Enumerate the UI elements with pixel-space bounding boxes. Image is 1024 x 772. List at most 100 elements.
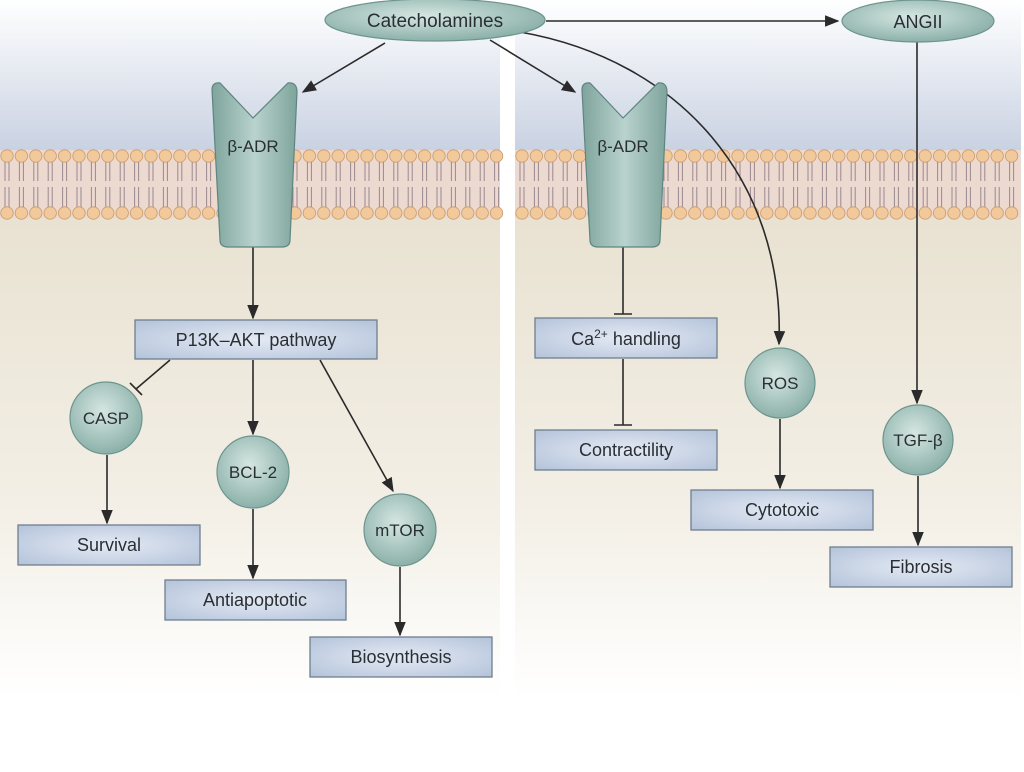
casp-node: CASP	[69, 381, 143, 455]
membrane-lipid	[533, 161, 539, 207]
membrane-lipid	[716, 206, 731, 220]
membrane-lipid	[918, 149, 932, 163]
membrane-lipid	[393, 161, 399, 207]
membrane-lipid	[0, 149, 14, 163]
membrane-lipid	[432, 206, 446, 220]
membrane-lipid	[432, 149, 446, 163]
badr-left-label: β-ADR	[227, 137, 278, 156]
membrane-lipid	[990, 206, 1004, 220]
membrane-lipid	[43, 206, 57, 220]
edge-catecholamines-ros	[519, 31, 786, 346]
membrane-lipid	[731, 149, 745, 163]
membrane-lipid	[76, 161, 82, 207]
membrane-lipid	[403, 149, 417, 163]
membrane-lipid	[422, 161, 428, 207]
membrane-lipid	[187, 149, 201, 163]
membrane-lipid	[904, 149, 918, 163]
membrane-lipid	[360, 206, 374, 220]
membrane-lipid	[1009, 161, 1015, 207]
survival-label: Survival	[77, 535, 141, 555]
edge-pi3k-casp-inhibit	[135, 359, 171, 390]
membrane-lipid	[302, 149, 316, 163]
membrane-lipid	[673, 149, 688, 163]
membrane-lipid	[475, 149, 489, 163]
edge-catecholamines-badr-right	[489, 39, 577, 93]
membrane-lipid	[994, 161, 1000, 207]
edge-catecholamines-badr-left	[301, 42, 386, 93]
membrane-lipid	[558, 206, 572, 220]
membrane-lipid	[317, 149, 331, 163]
membrane-lipid	[558, 149, 572, 163]
membrane-lipid	[803, 206, 817, 220]
membrane-lipid	[345, 206, 360, 220]
membrane-lipid	[158, 206, 172, 220]
membrane-lipid	[889, 206, 904, 220]
membrane-lipid	[187, 206, 201, 220]
ca-handling-label: Ca2+ handling	[571, 327, 681, 349]
membrane-lipid	[774, 149, 788, 163]
membrane-lipid	[389, 149, 403, 163]
membrane-lipid	[29, 206, 43, 220]
membrane-lipid	[577, 161, 583, 207]
membrane-lipid	[778, 161, 784, 207]
membrane-lipid	[86, 206, 101, 220]
membrane-lipid	[922, 161, 928, 207]
membrane-lipid	[832, 149, 846, 163]
membrane-lipid	[889, 149, 904, 163]
cytotoxic-box: Cytotoxic	[690, 489, 874, 531]
membrane-lipid	[760, 206, 774, 220]
membrane-lipid	[846, 206, 860, 220]
membrane-lipid	[817, 206, 832, 220]
membrane-lipid	[663, 161, 669, 207]
antiapoptotic-label: Antiapoptotic	[203, 590, 307, 610]
membrane-lipid	[489, 149, 504, 163]
pi3k-box: P13K–AKT pathway	[134, 319, 378, 360]
membrane-lipid	[494, 161, 500, 207]
membrane-lipid	[345, 149, 360, 163]
membrane-lipid	[807, 161, 813, 207]
membrane-lipid	[846, 149, 860, 163]
membrane-lipid	[548, 161, 554, 207]
membrane-lipid	[148, 161, 154, 207]
antiapoptotic-box: Antiapoptotic	[164, 579, 347, 621]
membrane-lipid	[403, 206, 417, 220]
membrane-lipid	[990, 149, 1004, 163]
inhibit-bar	[129, 382, 143, 396]
membrane-lipid	[692, 161, 698, 207]
membrane-lipid	[544, 149, 558, 163]
membrane-lipid	[788, 149, 803, 163]
membrane-lipid	[702, 206, 716, 220]
membrane-lipid	[18, 161, 24, 207]
membrane-lipid	[817, 149, 832, 163]
membrane-lipid	[105, 161, 111, 207]
membrane-lipid	[475, 206, 489, 220]
membrane-lipid	[90, 161, 96, 207]
membrane-lipid	[980, 161, 986, 207]
membrane-lipid	[317, 206, 331, 220]
membrane-lipid	[893, 161, 899, 207]
membrane-lipid	[62, 161, 68, 207]
membrane-lipid	[72, 149, 86, 163]
membrane-lipid	[374, 206, 388, 220]
pi3k-label: P13K–AKT pathway	[176, 330, 337, 350]
membrane-lipid	[450, 161, 456, 207]
membrane-lipid	[760, 149, 774, 163]
mtor-node: mTOR	[363, 493, 437, 567]
membrane-lipid	[436, 161, 442, 207]
membrane-lipid	[860, 206, 875, 220]
membrane-lipid	[1004, 206, 1019, 220]
membrane-lipid	[331, 149, 345, 163]
membrane-lipid	[836, 161, 842, 207]
membrane-lipid	[875, 149, 889, 163]
membrane-lipid	[350, 161, 356, 207]
survival-box: Survival	[17, 524, 201, 566]
membrane-lipid	[529, 149, 544, 163]
membrane-lipid	[875, 206, 889, 220]
membrane-lipid	[803, 149, 817, 163]
membrane-lipid	[850, 161, 856, 207]
membrane-lipid	[904, 206, 918, 220]
membrane-lipid	[515, 149, 529, 163]
membrane-lipid	[407, 161, 413, 207]
fibrosis-label: Fibrosis	[889, 557, 952, 577]
